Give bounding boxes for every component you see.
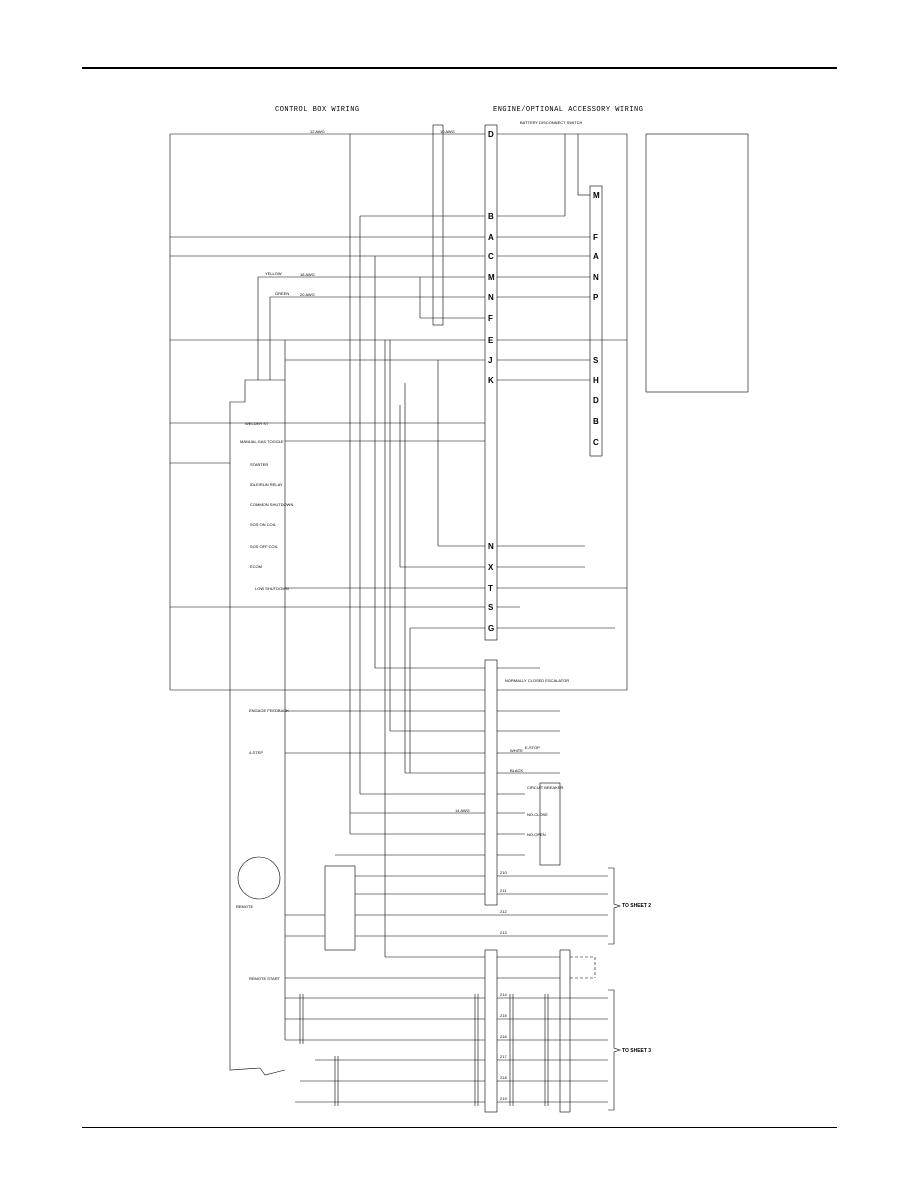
terminal-letter: B	[488, 212, 494, 221]
wire-number: 215	[500, 1013, 507, 1018]
wire-number: 218	[500, 1075, 507, 1080]
destination-label: TO SHEET 3	[622, 1048, 651, 1054]
component-label: LOW SHUTDOWN	[255, 586, 289, 591]
wire-number: 211	[500, 888, 507, 893]
wire-label: GREEN	[275, 291, 289, 296]
component-label: COMMON SHUTDOWN	[250, 502, 293, 507]
component-label: IDLE/RUN RELAY	[250, 482, 283, 487]
wire-label: 14 AWG	[455, 808, 470, 813]
connector-letter: B	[593, 417, 599, 426]
terminal-letter: M	[488, 273, 495, 282]
terminal-letter: N	[488, 293, 494, 302]
connector-letter: P	[593, 293, 599, 302]
component-label: BATTERY DISCONNECT SWITCH	[520, 120, 582, 125]
component-label: REMOTE START	[249, 976, 281, 981]
terminal-letter: F	[488, 314, 493, 323]
connector-letter: A	[593, 252, 599, 261]
terminal-letter: A	[488, 233, 494, 242]
component-label: SOS ON COIL	[250, 522, 277, 527]
wire-label: 18 AWG	[300, 272, 315, 277]
wire-label: BLACK	[510, 768, 523, 773]
terminal-letter: K	[488, 376, 494, 385]
terminal-letter: D	[488, 130, 494, 139]
connector-letter: C	[593, 438, 599, 447]
terminal-letter: J	[488, 356, 492, 365]
component-label: 4-STEP	[249, 750, 263, 755]
terminal-letter: S	[488, 603, 494, 612]
connector-letter: D	[593, 396, 599, 405]
wire-label: 20 AWG	[300, 292, 315, 297]
wire-number: 212	[500, 909, 507, 914]
component-label: NO-CLOSE	[527, 812, 548, 817]
component-label: E-STOP	[525, 745, 540, 750]
connector-letter: M	[593, 191, 600, 200]
component-label: REMOTE	[236, 904, 253, 909]
wire-number: 216	[500, 1034, 507, 1039]
terminal-letter: G	[488, 624, 494, 633]
wire-number: 217	[500, 1054, 507, 1059]
engine-accessory-wiring-header: ENGINE/OPTIONAL ACCESSORY WIRING	[493, 106, 644, 114]
terminal-letter: T	[488, 584, 493, 593]
wire-number: 210	[500, 870, 507, 875]
destination-label: TO SHEET 2	[622, 903, 651, 909]
connector-letter: N	[593, 273, 599, 282]
control-box-wiring-header: CONTROL BOX WIRING	[275, 106, 360, 114]
wire-label: WHITE	[510, 748, 523, 753]
connector-letter: S	[593, 356, 599, 365]
connector-letter: F	[593, 233, 598, 242]
terminal-letter: X	[488, 563, 494, 572]
component-label: ENGAGE FEEDBACK	[249, 708, 289, 713]
component-label: NORMALLY CLOSED ESCALATOR	[505, 678, 569, 683]
component-label: SOS OFF COIL	[250, 544, 279, 549]
wire-number: 214	[500, 992, 507, 997]
terminal-letter: E	[488, 336, 494, 345]
wire-label: YELLOW	[265, 271, 282, 276]
component-label: NO-OPEN	[527, 832, 546, 837]
terminal-letter: C	[488, 252, 494, 261]
component-label: STARTER	[250, 462, 268, 467]
bottom-rule	[82, 1127, 837, 1128]
component-label: MANUAL GAS TOGGLE	[240, 439, 284, 444]
wire-number: 219	[500, 1096, 507, 1101]
terminal-letter: N	[488, 542, 494, 551]
component-label: CIRCUIT BREAKER	[527, 785, 563, 790]
wire-number: 213	[500, 930, 507, 935]
connector-letter: H	[593, 376, 599, 385]
component-label: WELDER ST	[245, 421, 269, 426]
wire-label: 10 AWG	[440, 129, 455, 134]
component-label: ECOM	[250, 564, 262, 569]
top-rule	[82, 67, 837, 69]
wire-label: 12 AWG	[310, 129, 325, 134]
